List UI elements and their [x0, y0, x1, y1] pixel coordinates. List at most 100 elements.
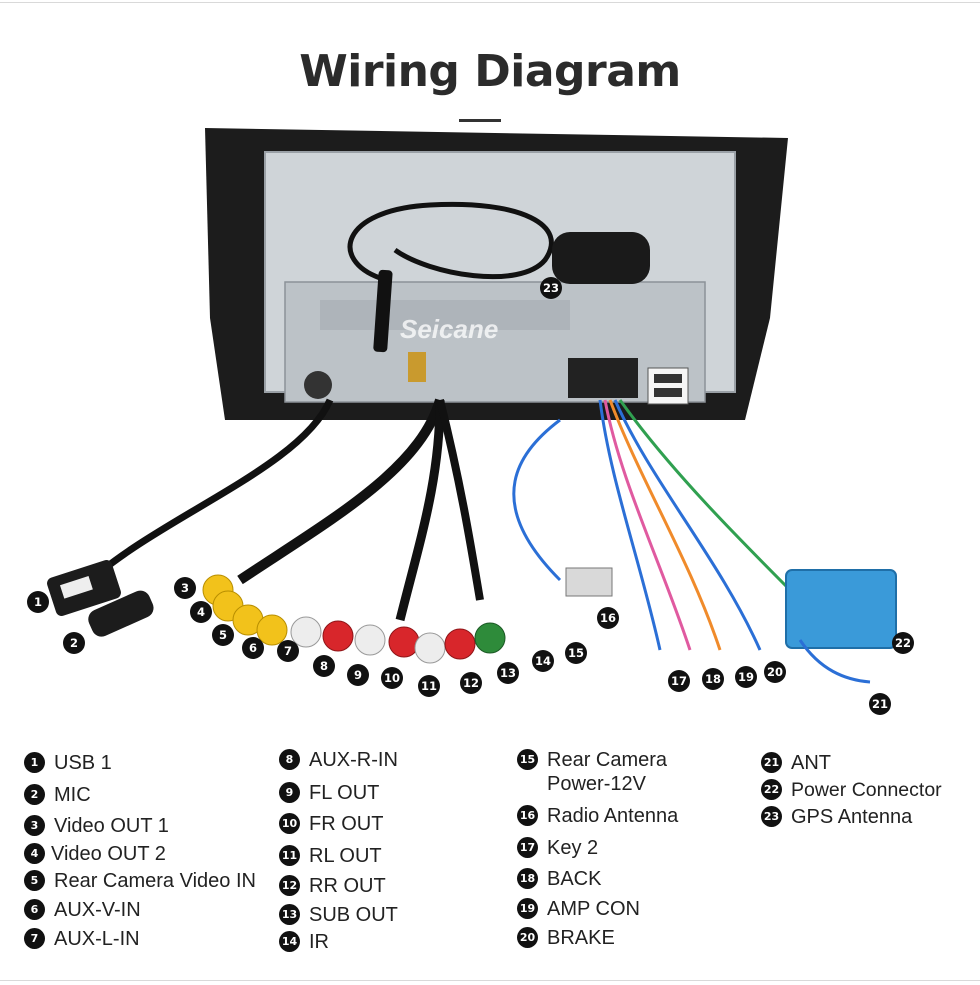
title-underline — [459, 119, 501, 122]
top-divider — [0, 2, 980, 3]
legend-number: 14 — [279, 931, 300, 952]
legend-label: IR — [309, 931, 329, 953]
legend-label: AUX-V-IN — [54, 899, 141, 921]
legend-label: USB 1 — [54, 752, 112, 774]
legend-item: 11 RL OUT — [279, 844, 382, 868]
callout-12: 12 — [460, 672, 482, 694]
legend-number: 2 — [24, 784, 45, 805]
callout-8: 8 — [313, 655, 335, 677]
callout-17: 17 — [668, 670, 690, 692]
legend-item: 9 FL OUT — [279, 781, 379, 805]
legend-number: 20 — [517, 927, 538, 948]
legend-item: 8 AUX-R-IN — [279, 748, 398, 772]
bottom-divider — [0, 980, 980, 981]
legend-label: BRAKE — [547, 927, 615, 949]
callout-9: 9 — [347, 664, 369, 686]
callout-4: 4 — [190, 601, 212, 623]
legend-item: 17 Key 2 — [517, 836, 598, 860]
usb-cable — [77, 398, 334, 593]
legend-label: SUB OUT — [309, 904, 398, 926]
legend-number: 7 — [24, 928, 45, 949]
legend-number: 12 — [279, 875, 300, 896]
legend-number: 16 — [517, 805, 538, 826]
legend-item: 6 AUX-V-IN — [24, 898, 141, 922]
power-connector — [785, 569, 897, 649]
legend-label: ANT — [791, 752, 831, 774]
watermark-text: Seicane — [400, 314, 498, 344]
legend-item: 18 BACK — [517, 867, 601, 891]
usb-port — [654, 374, 682, 383]
harness-wire — [603, 399, 692, 651]
legend-label: AUX-L-IN — [54, 928, 140, 950]
harness-wire — [608, 399, 722, 651]
callout-22: 22 — [892, 632, 914, 654]
antenna-port — [304, 371, 332, 399]
legend-label: Radio Antenna — [547, 805, 679, 827]
harness-socket — [568, 358, 638, 398]
radio-antenna-adapter — [565, 567, 613, 597]
legend-label: RL OUT — [309, 845, 382, 867]
legend-label: Rear Camera Video IN — [54, 870, 256, 892]
callout-20: 20 — [764, 661, 786, 683]
legend-number: 5 — [24, 870, 45, 891]
harness-wire — [618, 399, 802, 602]
rca-connector-group — [202, 574, 506, 664]
chassis-vent — [320, 300, 570, 330]
legend-number: 3 — [24, 815, 45, 836]
legend-item: 1 USB 1 — [24, 751, 112, 775]
cable-bundle — [237, 398, 445, 585]
legend-number: 10 — [279, 813, 300, 834]
legend-label: Key 2 — [547, 837, 599, 859]
callout-5: 5 — [212, 624, 234, 646]
legend-item: 4 Video OUT 2 — [24, 842, 166, 866]
legend-item: 5 Rear Camera Video IN — [24, 869, 256, 893]
legend-item: 10 FR OUT — [279, 812, 383, 836]
callout-23: 23 — [540, 277, 562, 299]
cable-bundle — [436, 399, 484, 601]
legend-number: 11 — [279, 845, 300, 866]
legend-label: Rear Camera Power-12V — [547, 749, 668, 795]
harness-wire — [613, 399, 762, 651]
legend-item: 21 ANT — [761, 751, 831, 775]
legend-label: Power Connector — [791, 779, 942, 801]
legend-item: 23 GPS Antenna — [761, 805, 912, 829]
callout-1: 1 — [27, 591, 49, 613]
legend-label: GPS Antenna — [791, 806, 913, 828]
usb-ports-block — [647, 367, 689, 405]
legend-number: 13 — [279, 904, 300, 925]
callout-2: 2 — [63, 632, 85, 654]
callout-6: 6 — [242, 637, 264, 659]
legend-number: 4 — [24, 843, 45, 864]
harness-wire — [512, 418, 562, 582]
legend-item: 2 MIC — [24, 783, 91, 807]
legend-item: 12 RR OUT — [279, 874, 386, 898]
callout-21: 21 — [869, 693, 891, 715]
legend-number: 9 — [279, 782, 300, 803]
legend-label: MIC — [54, 784, 91, 806]
legend-item: 7 AUX-L-IN — [24, 927, 140, 951]
legend-number: 19 — [517, 898, 538, 919]
legend-label: AMP CON — [547, 898, 640, 920]
legend-item: 13 SUB OUT — [279, 903, 398, 927]
legend-number: 18 — [517, 868, 538, 889]
legend-item: 14 IR — [279, 930, 329, 954]
legend-number: 6 — [24, 899, 45, 920]
callout-10: 10 — [381, 667, 403, 689]
sma-connector — [408, 352, 426, 382]
callout-16: 16 — [597, 607, 619, 629]
legend-item: 20 BRAKE — [517, 926, 615, 950]
legend-label: FR OUT — [309, 813, 384, 835]
callout-13: 13 — [497, 662, 519, 684]
legend-label: Video OUT 1 — [54, 815, 169, 837]
page-title: Wiring Diagram — [299, 46, 681, 97]
legend-label: AUX-R-IN — [309, 749, 398, 771]
gps-antenna-puck — [552, 232, 650, 284]
legend-item: 19 AMP CON — [517, 897, 640, 921]
legend-number: 8 — [279, 749, 300, 770]
callout-11: 11 — [418, 675, 440, 697]
legend-number: 1 — [24, 752, 45, 773]
harness-wire — [598, 399, 662, 651]
legend-number: 17 — [517, 837, 538, 858]
cable-bundle — [395, 399, 445, 622]
usb-port — [654, 388, 682, 397]
